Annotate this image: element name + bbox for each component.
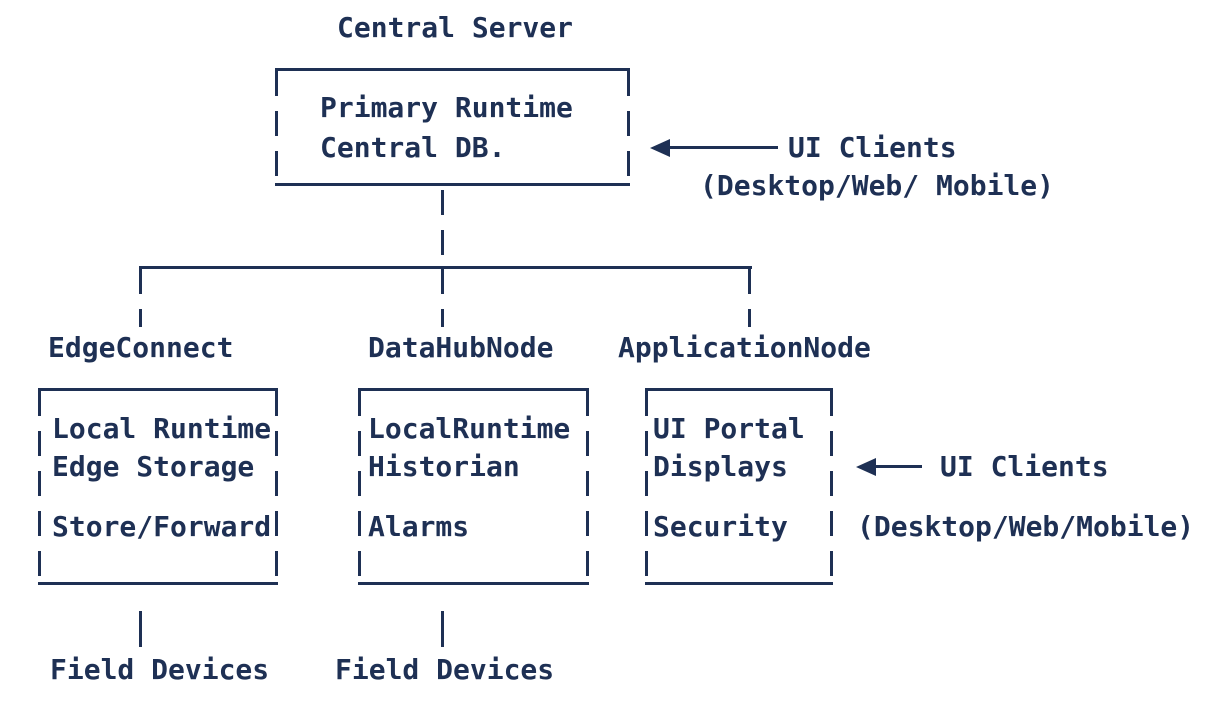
box-right-border: [830, 391, 833, 582]
applicationnode-line-3: Security: [653, 510, 788, 543]
edgeconnect-box: Local Runtime Edge Storage Store/Forward: [38, 388, 278, 585]
side-ui-clients-sublabel: (Desktop/Web/Mobile): [857, 510, 1195, 543]
arrow-shaft-line: [668, 146, 778, 149]
datahubnode-line-1: LocalRuntime: [368, 412, 571, 445]
applicationnode-line-1: UI Portal: [653, 412, 805, 445]
box-left-border: [38, 391, 41, 582]
edgeconnect-field-devices-line: [139, 611, 142, 647]
left-arrow-icon: [650, 139, 670, 157]
datahubnode-label: DataHubNode: [368, 331, 554, 364]
box-left-border: [645, 391, 648, 582]
applicationnode-drop-line: [748, 269, 751, 327]
top-ui-clients-sublabel: (Desktop/Web/ Mobile): [700, 169, 1055, 202]
box-left-border: [275, 71, 278, 183]
applicationnode-label: ApplicationNode: [618, 331, 871, 364]
box-left-border: [358, 391, 361, 582]
datahubnode-field-devices-label: Field Devices: [335, 653, 555, 686]
edgeconnect-field-devices-label: Field Devices: [50, 653, 270, 686]
branch-bus-line: [139, 266, 752, 269]
edgeconnect-label: EdgeConnect: [48, 331, 234, 364]
side-ui-clients-label: UI Clients: [940, 450, 1109, 483]
box-right-border: [627, 71, 630, 183]
central-server-box: Primary Runtime Central DB.: [275, 68, 630, 186]
datahubnode-drop-line: [441, 269, 444, 327]
left-arrow-icon: [856, 458, 876, 476]
datahubnode-line-2: Historian: [368, 450, 520, 483]
box-right-border: [275, 391, 278, 582]
trunk-connector-line: [441, 190, 444, 268]
applicationnode-line-2: Displays: [653, 450, 788, 483]
edgeconnect-drop-line: [139, 269, 142, 327]
top-ui-clients-label: UI Clients: [788, 131, 957, 164]
edgeconnect-line-1: Local Runtime: [52, 412, 272, 445]
datahubnode-line-3: Alarms: [368, 510, 470, 543]
datahubnode-box: LocalRuntime Historian Alarms: [358, 388, 589, 585]
central-server-title: Central Server: [337, 11, 574, 44]
central-server-line-primary-runtime: Primary Runtime: [320, 91, 573, 124]
applicationnode-box: UI Portal Displays Security: [645, 388, 833, 585]
edgeconnect-line-2: Edge Storage: [52, 450, 255, 483]
datahubnode-field-devices-line: [441, 611, 444, 647]
central-server-line-central-db: Central DB.: [320, 131, 506, 164]
arrow-shaft-line: [874, 465, 922, 468]
edgeconnect-line-3: Store/Forward: [52, 510, 272, 543]
box-right-border: [586, 391, 589, 582]
